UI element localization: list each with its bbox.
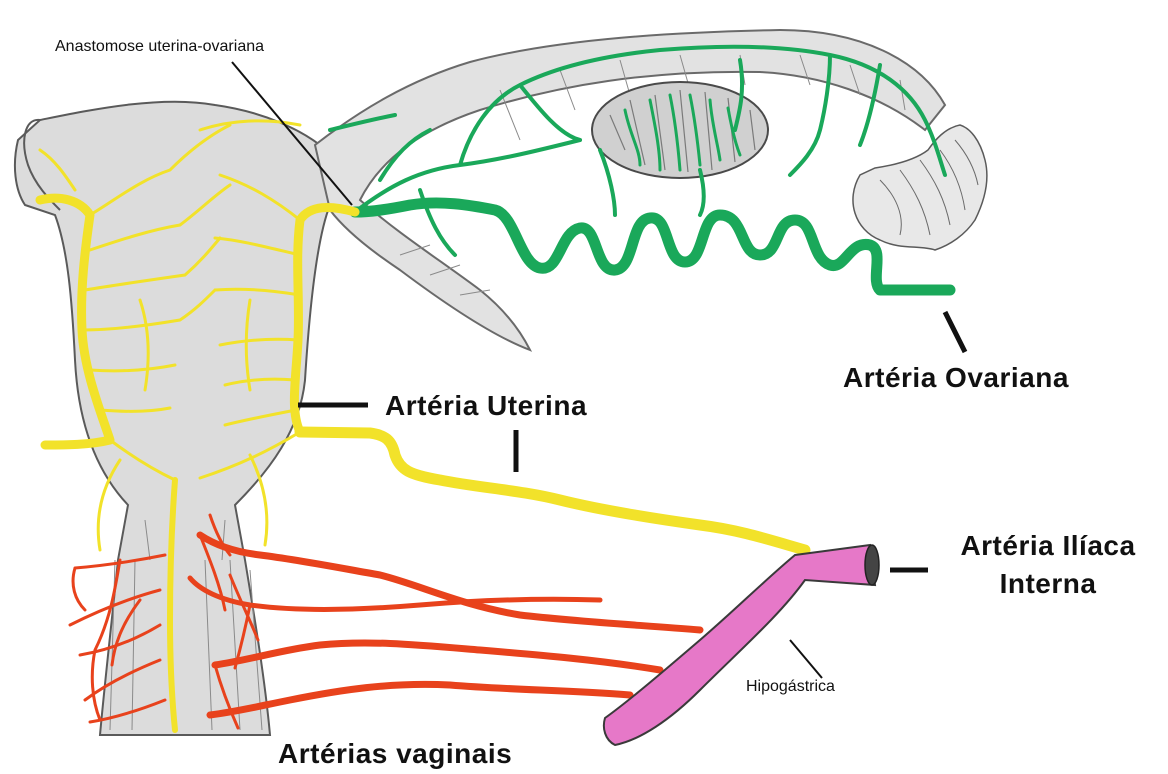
label-arterias-vaginais: Artérias vaginais [278, 738, 512, 770]
iliac-artery-end [865, 545, 879, 585]
label-arteria-uterina: Artéria Uterina [385, 390, 587, 422]
label-anastomose: Anastomose uterina-ovariana [55, 38, 264, 56]
leader-hipogastrica [790, 640, 822, 678]
label-arteria-iliaca: Artéria Ilíaca Interna [932, 530, 1164, 600]
vaginal-artery-3 [210, 684, 630, 715]
vaginal-artery-2 [215, 643, 660, 670]
label-hipogastrica: Hipogástrica [746, 678, 835, 696]
vaginal-artery-1 [200, 535, 700, 630]
label-arteria-ovariana: Artéria Ovariana [843, 362, 1069, 394]
label-arteria-iliaca-line2: Interna [932, 568, 1164, 600]
iliac-artery-group [604, 545, 879, 745]
uterine-artery-main [300, 432, 805, 550]
fimbriae [853, 125, 987, 250]
label-arteria-iliaca-line1: Artéria Ilíaca [932, 530, 1164, 562]
leader-ovariana [945, 312, 965, 352]
broad-ligament [315, 30, 945, 350]
tissue-group [15, 30, 987, 735]
internal-iliac-artery [604, 545, 875, 745]
